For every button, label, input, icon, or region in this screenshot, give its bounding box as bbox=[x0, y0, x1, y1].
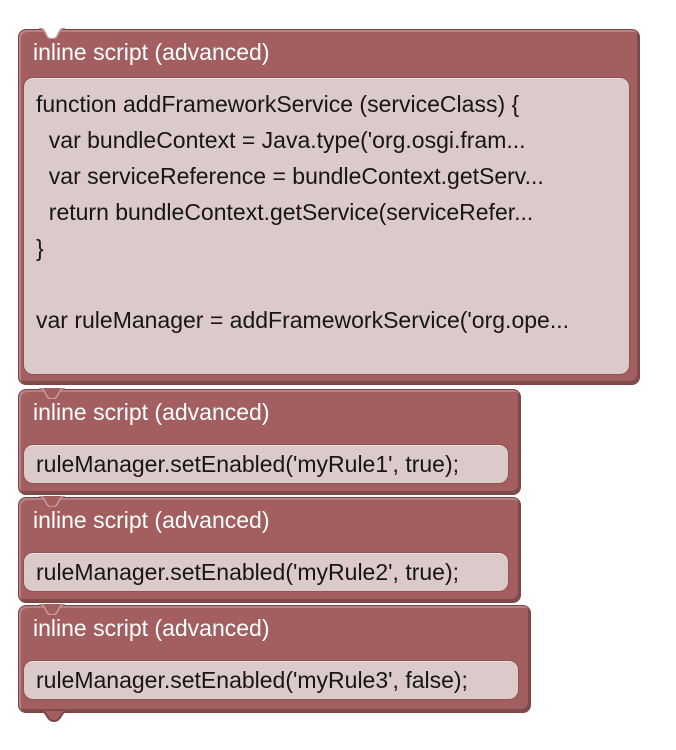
script-line: ruleManager.setEnabled('myRule1', true); bbox=[36, 450, 459, 477]
script-line: var ruleManager = addFrameworkService('o… bbox=[36, 307, 569, 333]
block-header-label: inline script (advanced) bbox=[33, 507, 270, 533]
script-line: return bundleContext.getService(serviceR… bbox=[36, 199, 534, 225]
script-line: ruleManager.setEnabled('myRule2', true); bbox=[36, 558, 459, 585]
script-line bbox=[36, 266, 617, 302]
block-header-label: inline script (advanced) bbox=[33, 39, 270, 65]
block-inline-script-3[interactable]: inline script (advanced) ruleManager.set… bbox=[18, 496, 521, 603]
script-line: var serviceReference = bundleContext.get… bbox=[36, 163, 544, 189]
script-text-field[interactable]: ruleManager.setEnabled('myRule2', true); bbox=[23, 552, 509, 592]
bottom-tab-icon bbox=[39, 711, 69, 722]
top-notch-icon bbox=[39, 496, 65, 507]
script-line: var bundleContext = Java.type('org.osgi.… bbox=[36, 127, 526, 153]
script-text-field[interactable]: function addFrameworkService (serviceCla… bbox=[23, 77, 630, 375]
script-text-field[interactable]: ruleManager.setEnabled('myRule1', true); bbox=[23, 444, 509, 484]
top-notch-icon bbox=[39, 28, 65, 39]
script-line: } bbox=[36, 235, 44, 261]
top-notch-icon bbox=[39, 388, 65, 399]
block-header-label: inline script (advanced) bbox=[33, 399, 270, 425]
block-inline-script-1[interactable]: inline script (advanced) function addFra… bbox=[18, 28, 640, 385]
block-header-label: inline script (advanced) bbox=[33, 615, 270, 641]
script-line: ruleManager.setEnabled('myRule3', false)… bbox=[36, 666, 468, 693]
script-text-field[interactable]: ruleManager.setEnabled('myRule3', false)… bbox=[23, 660, 519, 700]
block-inline-script-2[interactable]: inline script (advanced) ruleManager.set… bbox=[18, 388, 521, 495]
top-notch-icon bbox=[39, 604, 65, 615]
script-line: function addFrameworkService (serviceCla… bbox=[36, 91, 520, 117]
block-inline-script-4[interactable]: inline script (advanced) ruleManager.set… bbox=[18, 604, 531, 722]
